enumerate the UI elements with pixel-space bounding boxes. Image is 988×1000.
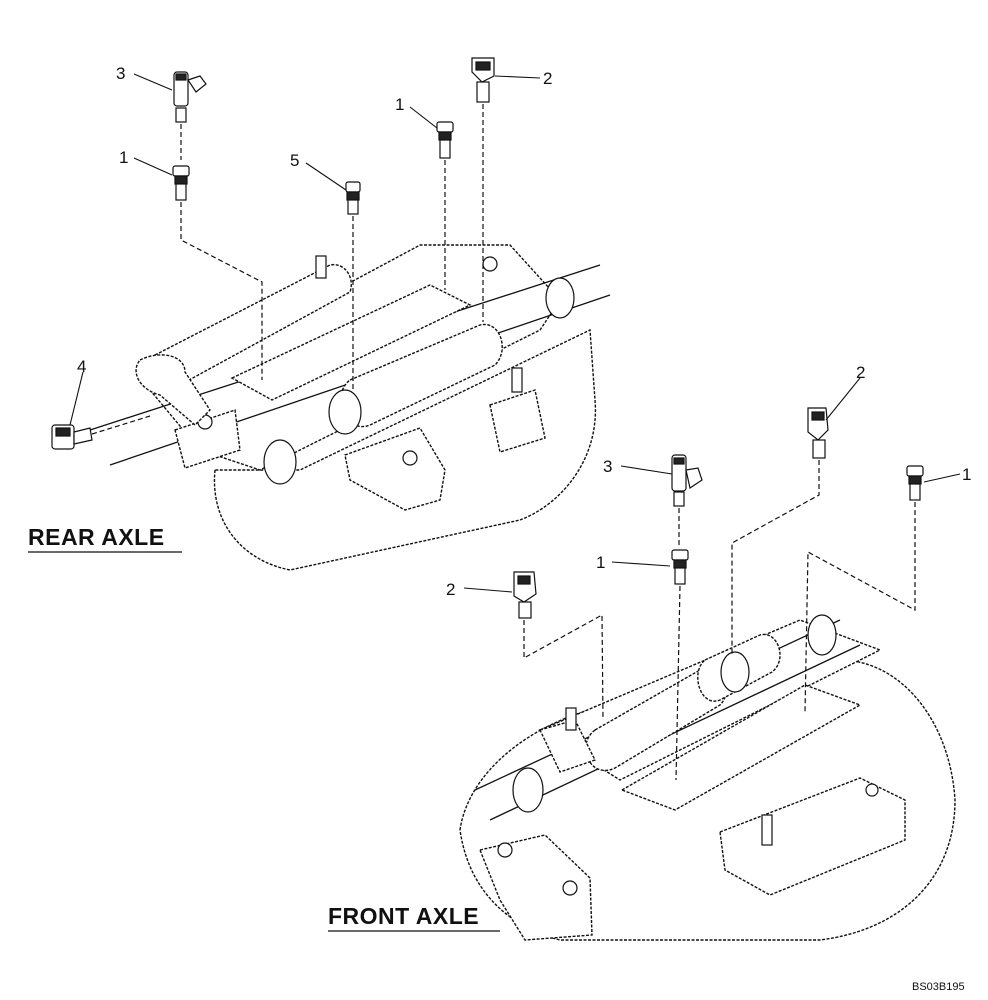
rear-fitting-5 (345, 181, 361, 215)
rear-tie-rod-end (135, 354, 211, 426)
front-fitting-2a (807, 407, 829, 459)
rear-axle-assembly (89, 244, 611, 571)
rear-bolt-3 (482, 256, 498, 272)
front-bolt-1 (497, 842, 513, 858)
rear-callouts: 3 1 5 1 2 4 (69, 64, 552, 426)
rear-collar-left (263, 439, 297, 485)
rear-post-2 (511, 367, 523, 393)
front-callout-1b: 1 (962, 465, 971, 484)
rear-callout-2: 2 (543, 69, 552, 88)
rear-bolt-1 (402, 450, 418, 466)
rear-collar-center (328, 389, 362, 435)
front-fitting-3 (671, 454, 703, 507)
rear-callout-4: 4 (77, 357, 86, 376)
front-bracket-lower (479, 834, 593, 941)
rear-fitting-1b (436, 121, 454, 159)
rear-cylinder-left (151, 264, 352, 388)
rear-callout-3: 3 (116, 64, 125, 83)
front-mounting-plate (620, 684, 862, 811)
front-fitting-2b (513, 571, 537, 619)
rear-callout-5: 5 (290, 151, 299, 170)
rear-fitting-3 (173, 71, 207, 123)
rear-post-1 (315, 255, 327, 279)
front-callout-2b: 2 (446, 580, 455, 599)
reference-code: BS03B195 (912, 981, 965, 993)
rear-callout-1b: 1 (395, 95, 404, 114)
rear-fittings (51, 57, 495, 450)
front-cylinder-left (585, 667, 727, 771)
front-fitting-1a (671, 549, 689, 585)
front-post-1 (565, 707, 577, 731)
front-collar-mid (720, 651, 750, 693)
rear-fitting-4 (51, 424, 93, 450)
rear-bracket-left (174, 409, 241, 469)
rear-fitting-1a (172, 165, 190, 201)
rear-axle-title: REAR AXLE (28, 524, 165, 550)
rear-callout-1a: 1 (119, 148, 128, 167)
rear-fitting-2 (471, 57, 495, 103)
front-post-2 (761, 814, 773, 846)
front-block (719, 777, 906, 896)
rear-cylinder-center (340, 323, 503, 428)
front-bolt-3 (865, 783, 879, 797)
rear-collar-right (545, 277, 575, 319)
front-fitting-1b (906, 465, 924, 501)
rear-mounting-plate (230, 284, 472, 401)
front-collar-right (807, 614, 837, 656)
front-callout-1a: 1 (596, 553, 605, 572)
front-collar-left (512, 767, 544, 813)
front-bolt-2 (562, 880, 578, 896)
front-fittings (513, 407, 924, 781)
front-axle-title: FRONT AXLE (328, 903, 479, 929)
front-callout-3: 3 (603, 457, 612, 476)
front-axle-assembly (459, 614, 956, 941)
front-bracket-upper (539, 719, 596, 773)
rear-bracket-far (489, 389, 546, 453)
front-callout-2a: 2 (856, 363, 865, 382)
rear-bracket-right (344, 427, 446, 511)
front-callouts: 2 3 1 1 2 (446, 363, 971, 599)
